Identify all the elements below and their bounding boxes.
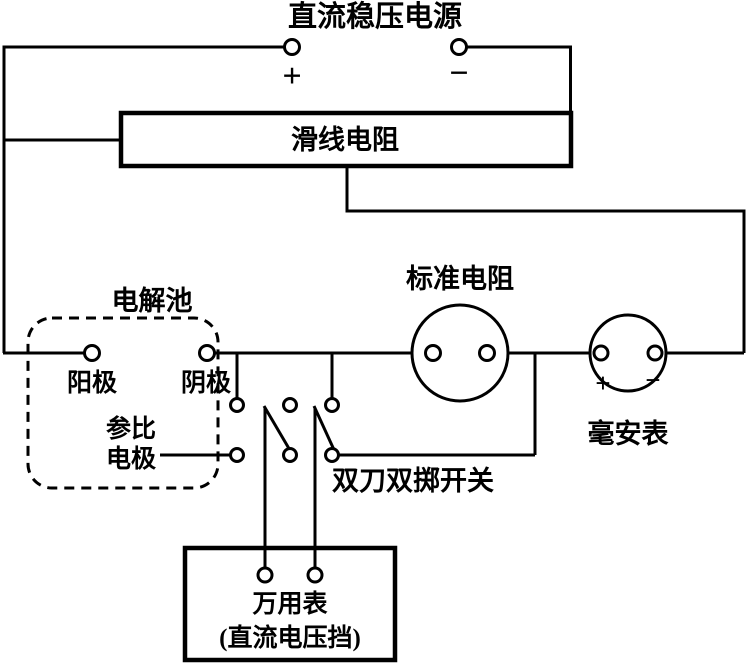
power-terminal-positive (283, 38, 301, 56)
anode-label: 阳极 (67, 369, 117, 397)
reference-electrode-label-line2: 电极 (106, 445, 156, 473)
switch-contact-top-right (324, 397, 340, 413)
standard-resistor-terminal-right (478, 344, 496, 362)
power-supply-label: 直流稳压电源 (288, 0, 462, 33)
electrolytic-cell-label: 电解池 (112, 286, 193, 316)
cathode-terminal (198, 344, 216, 362)
rheostat-label: 滑线电阻 (291, 125, 399, 155)
wire-rheostat-tap (345, 165, 746, 353)
switch-contact-top-middle (282, 397, 298, 413)
anode-terminal (83, 344, 101, 362)
milliammeter-body (588, 313, 668, 393)
multimeter-terminal-right (306, 566, 324, 584)
dpdt-switch-label: 双刀双掷开关 (332, 466, 494, 496)
electrolytic-cell-outline (26, 316, 220, 490)
multimeter-mode-label: (直流电压挡) (219, 624, 361, 652)
standard-resistor-label: 标准电阻 (406, 264, 514, 294)
multimeter-terminal-left (256, 566, 274, 584)
standard-resistor-terminal-left (424, 344, 442, 362)
switch-contact-bottom-left (229, 447, 245, 463)
reference-electrode-label-line1: 参比 (106, 414, 156, 443)
switch-contact-bottom-right (324, 447, 340, 463)
switch-blade-left (262, 405, 293, 453)
milliammeter-terminal-negative (646, 344, 664, 362)
switch-blade-right (312, 405, 337, 453)
milliammeter-terminal-positive (592, 344, 610, 362)
milliammeter-minus-sign: − (645, 365, 660, 395)
milliammeter-plus-sign: + (595, 368, 610, 398)
cathode-label: 阴极 (181, 369, 231, 397)
multimeter-box (182, 545, 398, 663)
multimeter-label: 万用表 (252, 590, 328, 618)
milliammeter-label: 毫安表 (588, 418, 669, 449)
standard-resistor-body (410, 303, 510, 403)
wire-supply-negative (459, 45, 572, 115)
power-minus-sign: − (449, 55, 468, 92)
switch-contact-bottom-middle (282, 447, 298, 463)
power-terminal-negative (450, 38, 468, 56)
switch-contact-top-left (229, 397, 245, 413)
power-plus-sign: + (282, 58, 301, 95)
